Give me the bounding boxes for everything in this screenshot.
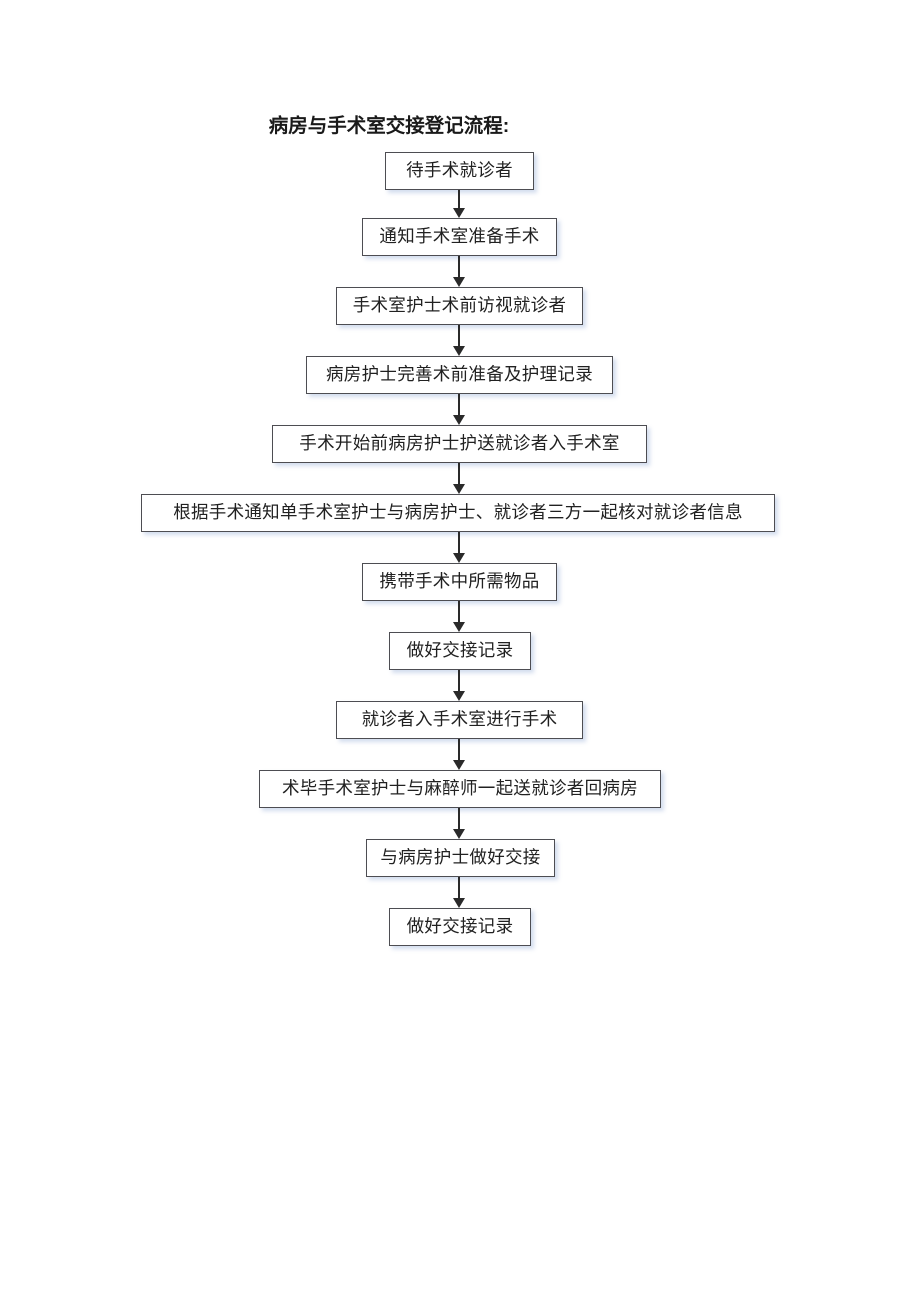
flow-node-n1[interactable]: 待手术就诊者 [385, 152, 534, 190]
arrow-line [458, 325, 460, 347]
arrow-line [458, 808, 460, 830]
flow-node-n11[interactable]: 与病房护士做好交接 [366, 839, 555, 877]
flow-node-n9[interactable]: 就诊者入手术室进行手术 [336, 701, 583, 739]
flow-node-n8[interactable]: 做好交接记录 [389, 632, 531, 670]
flow-arrow-n8-to-n9 [452, 670, 466, 701]
flow-node-n3[interactable]: 手术室护士术前访视就诊者 [336, 287, 583, 325]
flow-node-n7[interactable]: 携带手术中所需物品 [362, 563, 557, 601]
arrow-head-down-icon [453, 898, 465, 908]
arrow-line [458, 877, 460, 899]
flow-node-label: 手术室护士术前访视就诊者 [352, 295, 567, 316]
flow-node-n5[interactable]: 手术开始前病房护士护送就诊者入手术室 [272, 425, 647, 463]
arrow-head-down-icon [453, 346, 465, 356]
arrow-line [458, 256, 460, 278]
flow-node-n4[interactable]: 病房护士完善术前准备及护理记录 [306, 356, 613, 394]
arrow-head-down-icon [453, 415, 465, 425]
flow-arrow-n1-to-n2 [452, 190, 466, 218]
arrow-line [458, 601, 460, 623]
flow-node-n2[interactable]: 通知手术室准备手术 [362, 218, 557, 256]
flow-arrow-n4-to-n5 [452, 394, 466, 425]
arrow-line [458, 670, 460, 692]
flow-node-n10[interactable]: 术毕手术室护士与麻醉师一起送就诊者回病房 [259, 770, 661, 808]
arrow-line [458, 739, 460, 761]
arrow-line [458, 532, 460, 554]
flow-node-label: 根据手术通知单手术室护士与病房护士、就诊者三方一起核对就诊者信息 [173, 502, 743, 523]
flow-arrow-n7-to-n8 [452, 601, 466, 632]
arrow-line [458, 394, 460, 416]
flow-node-label: 通知手术室准备手术 [379, 226, 540, 247]
flow-arrow-n2-to-n3 [452, 256, 466, 287]
flow-arrow-n11-to-n12 [452, 877, 466, 908]
flow-node-label: 携带手术中所需物品 [379, 571, 540, 592]
flow-node-n6[interactable]: 根据手术通知单手术室护士与病房护士、就诊者三方一起核对就诊者信息 [141, 494, 775, 532]
flow-node-n12[interactable]: 做好交接记录 [389, 908, 531, 946]
flow-node-label: 病房护士完善术前准备及护理记录 [326, 364, 593, 385]
arrow-head-down-icon [453, 553, 465, 563]
page-title-text: 病房与手术室交接登记流程: [268, 115, 510, 137]
arrow-head-down-icon [453, 277, 465, 287]
arrow-head-down-icon [453, 484, 465, 494]
flow-arrow-n10-to-n11 [452, 808, 466, 839]
flow-node-label: 待手术就诊者 [406, 160, 513, 181]
arrow-head-down-icon [453, 760, 465, 770]
flow-arrow-n6-to-n7 [452, 532, 466, 563]
flow-node-label: 与病房护士做好交接 [380, 847, 541, 868]
flow-arrow-n3-to-n4 [452, 325, 466, 356]
arrow-head-down-icon [453, 622, 465, 632]
flow-node-label: 术毕手术室护士与麻醉师一起送就诊者回病房 [282, 778, 638, 799]
flow-arrow-n9-to-n10 [452, 739, 466, 770]
arrow-head-down-icon [453, 208, 465, 218]
flow-arrow-n5-to-n6 [452, 463, 466, 494]
arrow-head-down-icon [453, 691, 465, 701]
flow-node-label: 做好交接记录 [406, 916, 514, 937]
arrow-line [458, 190, 460, 209]
arrow-line [458, 463, 460, 485]
flow-node-label: 手术开始前病房护士护送就诊者入手术室 [299, 433, 620, 454]
arrow-head-down-icon [453, 829, 465, 839]
flow-node-label: 就诊者入手术室进行手术 [361, 709, 558, 730]
flow-node-label: 做好交接记录 [406, 640, 514, 661]
page-title: 病房与手术室交接登记流程: [0, 113, 920, 139]
